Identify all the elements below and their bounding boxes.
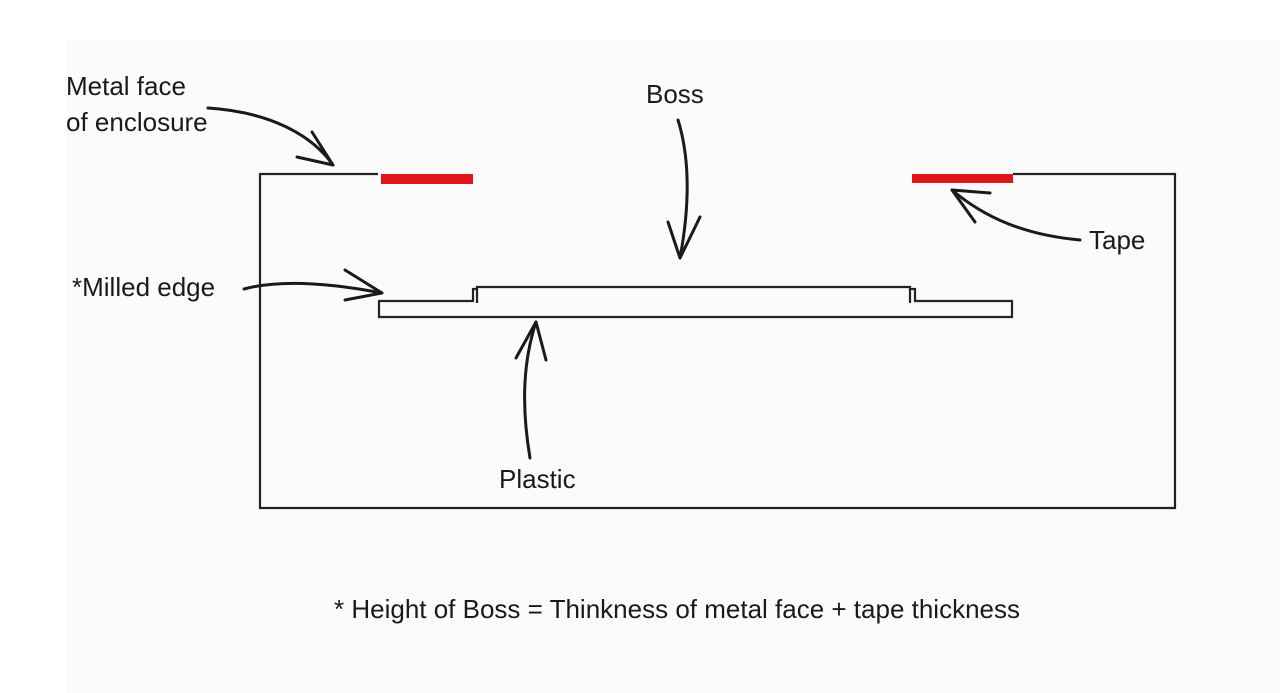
milled-edge-label: *Milled edge [72, 272, 216, 302]
plastic-part-outline [377, 285, 1014, 319]
plastic-label: Plastic [499, 464, 576, 494]
tape-arrow [950, 188, 1082, 242]
metal-face-arrow [206, 106, 335, 167]
enclosure-outline [258, 172, 1177, 510]
metal-face-label-line1: Metal face [66, 71, 186, 101]
milled-edge-arrow [242, 268, 384, 302]
metal-face-label: Metal face of enclosure [66, 68, 208, 140]
tape-strip-left [381, 174, 473, 184]
tape-label: Tape [1089, 225, 1146, 255]
boss-arrow [666, 118, 702, 260]
diagram-background [66, 40, 1280, 693]
boss-label: Boss [646, 79, 704, 109]
boss-step-lines [475, 289, 912, 303]
plastic-arrow [514, 320, 548, 460]
tape-strip-right [912, 174, 1013, 183]
footnote: * Height of Boss = Thinkness of metal fa… [334, 594, 1021, 624]
metal-face-label-line2: of enclosure [66, 107, 208, 137]
